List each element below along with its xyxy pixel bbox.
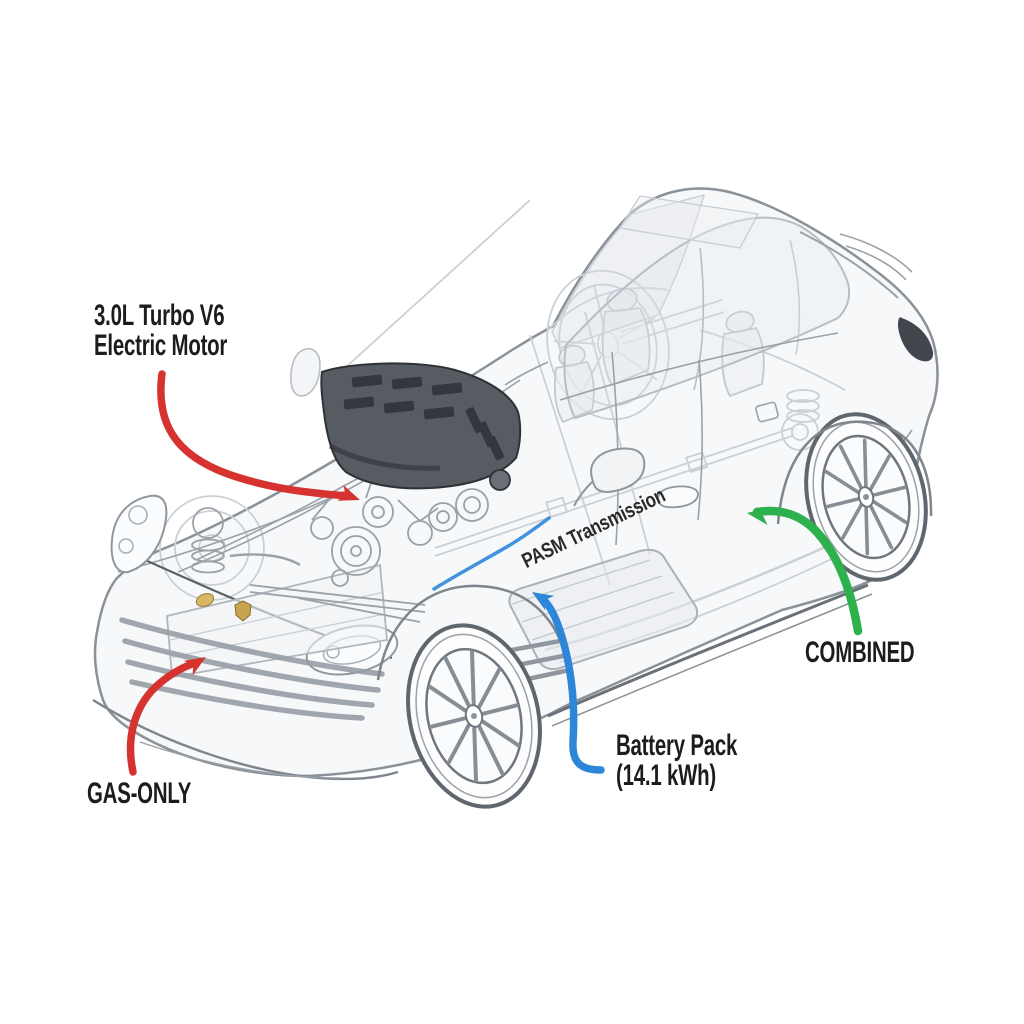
battery-label-line2: (14.1 kWh) [616, 759, 716, 792]
engine-label-line1: 3.0L Turbo V6 [94, 299, 225, 332]
engine-cover [320, 362, 522, 491]
windshield [551, 194, 705, 349]
gas-only-arrowhead [183, 657, 206, 676]
engine-label-line2: Electric Motor [94, 329, 228, 362]
engine-cover-vents [343, 374, 505, 461]
battery-pack-panel [508, 548, 699, 671]
radiator-tray [166, 563, 388, 679]
hood-crest [234, 600, 252, 622]
tail-light [898, 317, 934, 362]
engine-arrow [157, 370, 351, 500]
front-fascia [110, 494, 568, 721]
engine-bay-parts [191, 479, 489, 623]
annotation-arrows [126, 370, 863, 776]
b-pillar [693, 247, 705, 391]
combined-label: COMBINED [805, 636, 915, 669]
combined-arrow [752, 506, 863, 636]
hybrid-module-line [432, 516, 551, 591]
door-handle [657, 485, 699, 509]
battery-arrowhead [532, 592, 555, 611]
rear-wheel [804, 412, 928, 582]
battery-label: Battery Pack (14.1 kWh) [616, 731, 737, 791]
side-mirror [290, 348, 646, 507]
front-wheel [406, 623, 542, 809]
combined-arrowhead [747, 507, 771, 525]
engine-arrowhead [337, 484, 360, 501]
gas-only-label: GAS-ONLY [87, 777, 192, 810]
far-side-mirror [290, 348, 321, 397]
gas-only-arrow [126, 659, 199, 776]
engine-label: 3.0L Turbo V6 Electric Motor [94, 301, 227, 361]
glasshouse [551, 194, 899, 420]
side-windows [563, 216, 851, 420]
interior-seats [553, 287, 765, 424]
sunroof [618, 195, 760, 249]
rear-wheel-arch [776, 420, 933, 525]
battery-label-line1: Battery Pack [616, 729, 738, 762]
battery-arrow [539, 595, 605, 774]
